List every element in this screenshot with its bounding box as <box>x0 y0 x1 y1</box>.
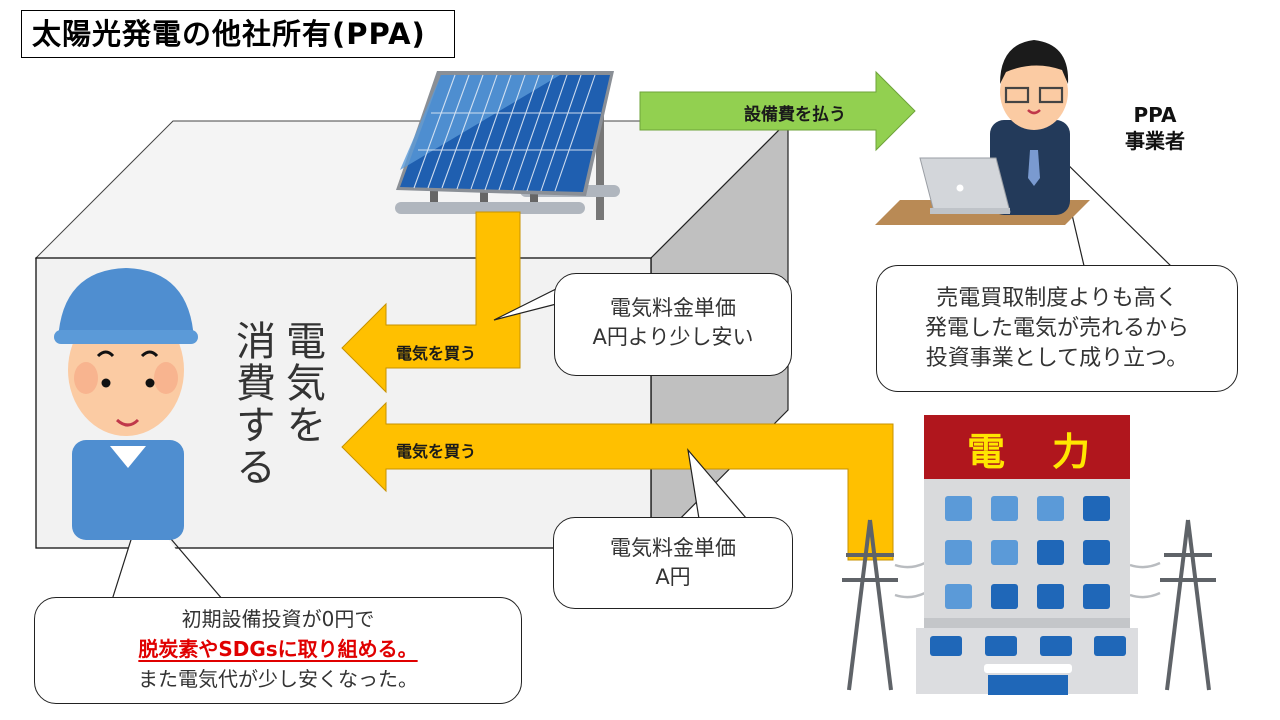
ppa-note-line1: 売電買取制度よりも高く <box>936 286 1178 311</box>
building-window <box>985 636 1017 656</box>
grid-price-bubble: 電気料金単価 A円 <box>553 517 793 609</box>
pay-equipment-arrow <box>639 70 916 152</box>
pay-equipment-label: 設備費を払う <box>744 105 846 125</box>
consume-text-line1: 電気を <box>279 320 325 446</box>
solar-panel-icon <box>395 71 620 220</box>
page-title: 太陽光発電の他社所有(PPA) <box>21 10 455 58</box>
ppa-operator-label: PPA 事業者 <box>1110 102 1200 154</box>
consumer-note-line1: 初期設備投資が0円で <box>181 607 375 631</box>
consumer-note-bubble: 初期設備投資が0円で 脱炭素やSDGsに取り組める。 また電気代が少し安くなった… <box>34 597 522 704</box>
building-window <box>1094 636 1126 656</box>
building-window <box>1037 584 1064 609</box>
power-sign-char-2: 力 <box>1052 430 1090 474</box>
grid-price-line2: A円 <box>655 565 691 589</box>
building-window <box>945 540 972 565</box>
solar-to-consumer-arrow <box>341 211 521 394</box>
consume-text-line2: 消費する <box>229 320 275 488</box>
building-window <box>930 636 962 656</box>
buy-from-grid-label: 電気を買う <box>396 442 477 461</box>
ppa-note-line2: 発電した電気が売れるから <box>924 316 1189 341</box>
consumer-note-line3: また電気代が少し安くなった。 <box>138 667 418 691</box>
building-window <box>1083 584 1110 609</box>
building-window <box>1083 540 1110 565</box>
worker-icon <box>54 268 198 540</box>
ppa-note-bubble: 売電買取制度よりも高く 発電した電気が売れるから 投資事業として成り立つ。 <box>876 265 1238 392</box>
power-sign-char-1: 電 <box>967 430 1005 474</box>
power-company-building-icon: 電 力 <box>842 415 1216 695</box>
building-window <box>945 496 972 521</box>
solar-price-line2: A円より少し安い <box>592 325 754 349</box>
building-window <box>1037 496 1064 521</box>
building-window <box>1040 636 1072 656</box>
grid-price-line1: 電気料金単価 <box>610 536 736 560</box>
ppa-label-line2: 事業者 <box>1125 129 1185 153</box>
ppa-note-line3: 投資事業として成り立つ。 <box>925 346 1189 371</box>
building-window <box>991 584 1018 609</box>
grid-to-consumer-arrow <box>341 401 894 561</box>
solar-price-line1: 電気料金単価 <box>610 296 736 320</box>
building-window <box>945 584 972 609</box>
building-window <box>991 496 1018 521</box>
consumer-note-highlight: 脱炭素やSDGsに取り組める。 <box>138 637 418 661</box>
building-window <box>1083 496 1110 521</box>
buy-from-solar-label: 電気を買う <box>396 344 477 363</box>
building-window <box>991 540 1018 565</box>
solar-price-bubble: 電気料金単価 A円より少し安い <box>554 273 792 376</box>
building-window <box>1037 540 1064 565</box>
ppa-label-line1: PPA <box>1133 103 1177 127</box>
ppa-operator-icon <box>875 40 1090 225</box>
